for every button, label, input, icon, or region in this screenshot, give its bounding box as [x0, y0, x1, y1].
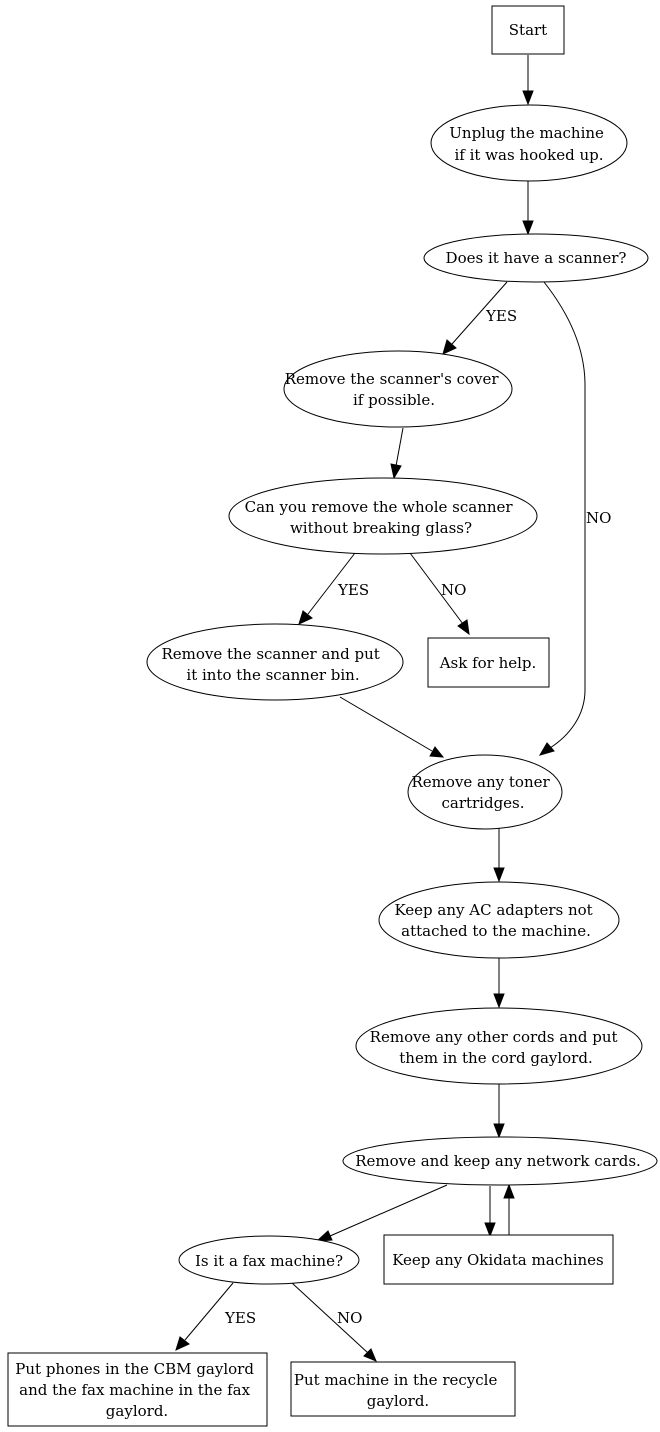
svg-text:Put phones in the CBM gaylord: Put phones in the CBM gaylord and the fa…	[15, 1360, 258, 1420]
edge-labels: YES NO YES NO YES NO	[224, 307, 611, 1327]
node-remove-cover-line-2: if possible.	[353, 391, 435, 409]
edge-whole-yes	[298, 552, 356, 625]
node-network-line-1: Remove and keep any network cards.	[355, 1152, 641, 1170]
edge-label-fax-no: NO	[337, 1309, 362, 1327]
node-fax-question: Is it a fax machine?	[178, 1235, 360, 1285]
svg-text:Remove the scanner and put: Remove the scanner and put it into the s…	[161, 645, 384, 684]
svg-text:Put machine in the recycle: Put machine in the recycle gaylord.	[294, 1371, 502, 1410]
node-unplug-line-2: if it was hooked up.	[454, 146, 603, 164]
node-remove-cover: Remove the scanner's cover if possible.	[283, 350, 513, 428]
edge-scanner-no	[538, 281, 586, 756]
svg-text:Remove any toner cartr: Remove any toner cartridges.	[412, 773, 555, 812]
node-recycle-line-2: gaylord.	[367, 1392, 429, 1410]
node-cbm-line-2: and the fax machine in the fax	[19, 1381, 250, 1399]
node-unplug-machine: Unplug the machine if it was hooked up.	[430, 104, 628, 182]
svg-text:Start: Start	[509, 21, 547, 39]
node-has-scanner-line-1: Does it have a scanner?	[446, 249, 627, 267]
svg-text:Ask for help.: Ask for help.	[439, 654, 537, 672]
node-remove-toner: Remove any toner cartridges.	[407, 754, 563, 830]
svg-text:Remove and keep any network ca: Remove and keep any network cards.	[355, 1152, 641, 1170]
node-cbm-gaylord: Put phones in the CBM gaylord and the fa…	[7, 1352, 268, 1427]
node-ac-adapters: Keep any AC adapters not attached to the…	[378, 881, 620, 959]
node-remove-cover-line-1: Remove the scanner's cover	[285, 370, 500, 388]
edge-label-fax-yes: YES	[224, 1309, 256, 1327]
edge-whole-no	[409, 552, 470, 636]
edge-label-whole-no: NO	[441, 581, 466, 599]
node-other-cords: Remove any other cords and put them in t…	[355, 1007, 643, 1085]
edge-cords-to-network	[493, 1084, 505, 1139]
node-fax-line-1: Is it a fax machine?	[195, 1252, 343, 1270]
node-ask-for-help: Ask for help.	[427, 637, 550, 688]
edge-network-to-okidata	[484, 1186, 496, 1238]
svg-text:Is it a fax machine?: Is it a fax machine?	[195, 1252, 343, 1270]
node-cbm-line-1: Put phones in the CBM gaylord	[15, 1360, 254, 1378]
node-unplug-line-1: Unplug the machine	[449, 124, 604, 142]
node-toner-line-1: Remove any toner	[412, 773, 551, 791]
node-whole-scanner-line-1: Can you remove the whole scanner	[245, 498, 514, 516]
edges	[175, 55, 586, 1362]
svg-text:Unplug the machine if: Unplug the machine if it was hooked up.	[449, 124, 608, 164]
node-remove-scanner-line-1: Remove the scanner and put	[161, 645, 379, 663]
svg-text:Can you remove the whole scann: Can you remove the whole scanner without…	[245, 498, 518, 537]
node-cords-line-2: them in the cord gaylord.	[399, 1049, 592, 1067]
edge-label-scanner-no: NO	[586, 509, 611, 527]
svg-text:Keep any AC adapters not: Keep any AC adapters not attached to the…	[395, 901, 598, 940]
edge-remove-scanner-to-toner	[339, 696, 445, 758]
node-okidata-line-1: Keep any Okidata machines	[392, 1251, 604, 1269]
edge-label-scanner-yes: YES	[485, 307, 517, 325]
node-start: Start	[491, 5, 565, 55]
svg-text:Remove the scanner's cover: Remove the scanner's cover if possible.	[285, 370, 504, 409]
edge-fax-no	[291, 1282, 377, 1362]
edge-scanner-yes	[442, 281, 508, 355]
node-ask-help-line-1: Ask for help.	[439, 654, 537, 672]
edge-start-to-unplug	[522, 55, 534, 106]
node-ac-line-2: attached to the machine.	[401, 922, 591, 940]
edge-toner-to-ac	[493, 828, 505, 883]
node-cords-line-1: Remove any other cords and put	[370, 1028, 618, 1046]
svg-text:Remove any other cords and put: Remove any other cords and put them in t…	[370, 1028, 623, 1067]
node-recycle-line-1: Put machine in the recycle	[294, 1371, 498, 1389]
edge-label-whole-yes: YES	[337, 581, 369, 599]
edge-okidata-to-network	[503, 1183, 515, 1235]
node-remove-scanner-line-2: it into the scanner bin.	[186, 666, 359, 684]
node-toner-line-2: cartridges.	[441, 794, 524, 812]
edge-fax-yes	[175, 1282, 234, 1351]
node-has-scanner-question: Does it have a scanner?	[423, 233, 649, 283]
svg-text:Keep any Okidata machines: Keep any Okidata machines	[392, 1251, 604, 1269]
edge-ac-to-cords	[493, 958, 505, 1009]
node-cbm-line-3: gaylord.	[106, 1402, 168, 1420]
node-network-cards: Remove and keep any network cards.	[342, 1136, 658, 1186]
node-okidata-machines: Keep any Okidata machines	[383, 1234, 614, 1285]
edge-unplug-to-scanner-question	[522, 181, 534, 236]
svg-text:Does it have a scanner?: Does it have a scanner?	[446, 249, 627, 267]
node-recycle-gaylord: Put machine in the recycle gaylord.	[290, 1361, 516, 1417]
node-start-line-1: Start	[509, 21, 547, 39]
node-remove-scanner: Remove the scanner and put it into the s…	[146, 623, 404, 701]
nodes: Start Unplug the machine if it was hooke…	[7, 5, 658, 1427]
node-whole-scanner-line-2: without breaking glass?	[290, 519, 472, 537]
node-ac-line-1: Keep any AC adapters not	[395, 901, 593, 919]
edge-network-to-fax	[315, 1184, 448, 1242]
edge-cover-to-whole-question	[390, 427, 404, 480]
node-whole-scanner-question: Can you remove the whole scanner without…	[228, 477, 538, 555]
